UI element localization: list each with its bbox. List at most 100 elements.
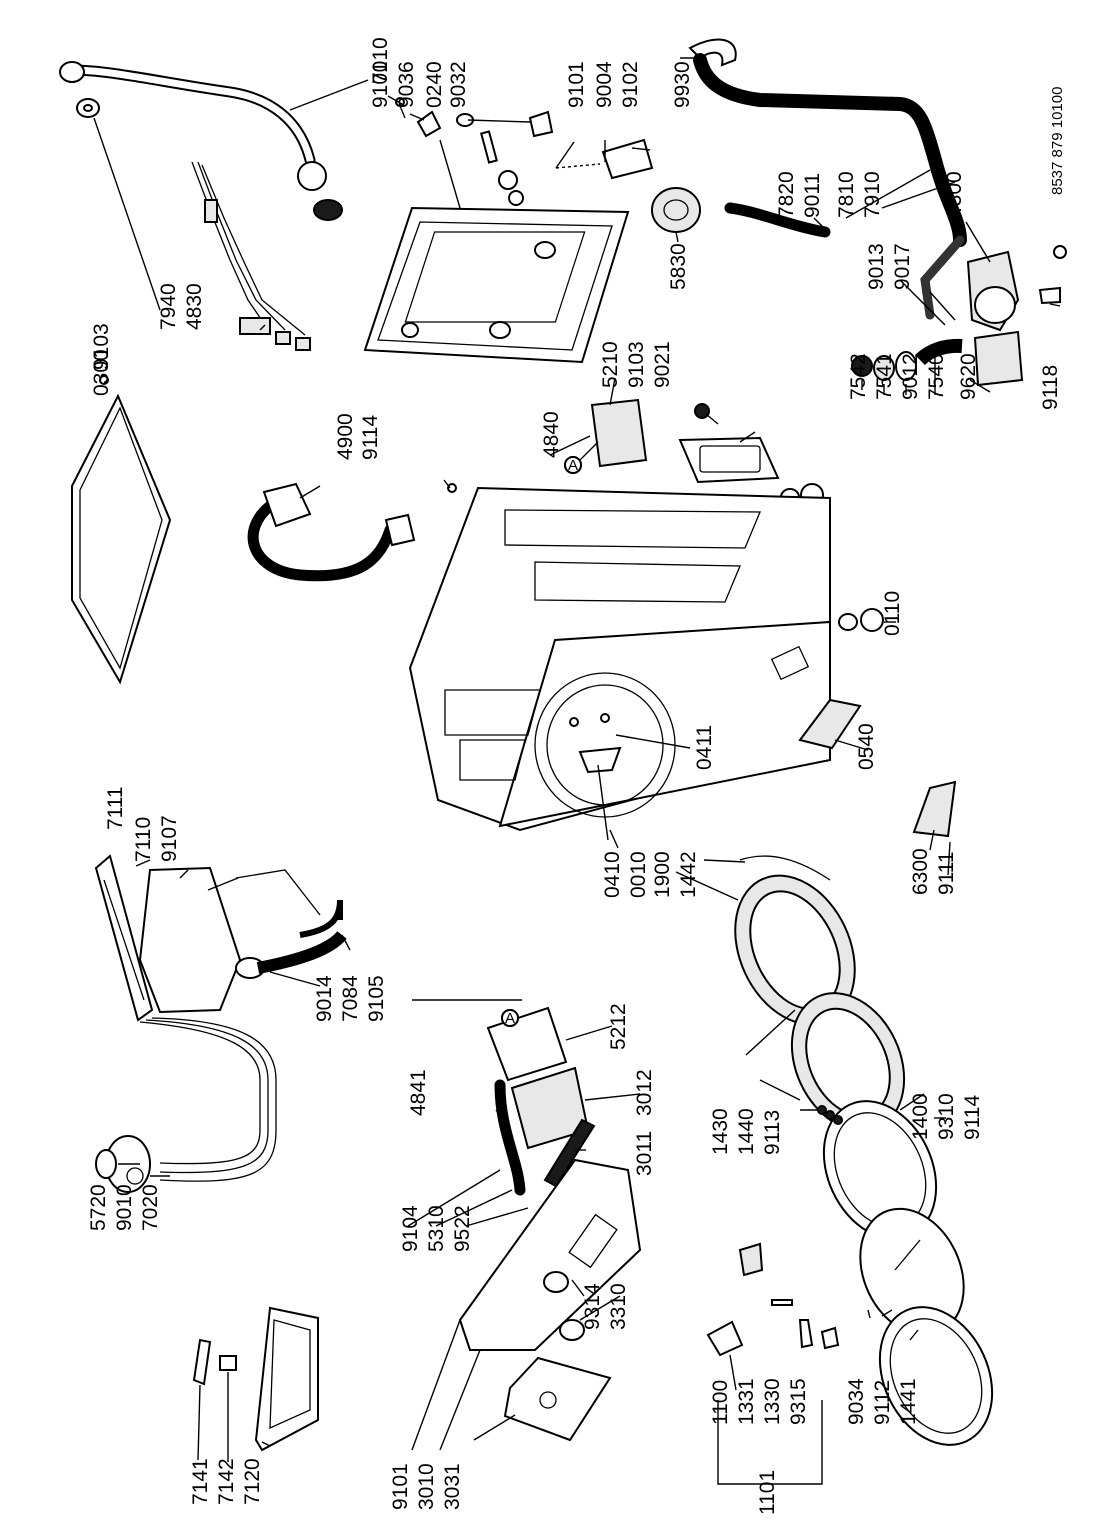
part-label-1442: 1442	[677, 851, 700, 898]
part-label-9114a: 9114	[359, 415, 382, 460]
bellows-7084	[235, 869, 347, 974]
dispenser-housing-7110	[138, 866, 265, 1014]
part-label-3310: 3310	[607, 1283, 630, 1330]
part-label-9620: 9620	[957, 353, 980, 400]
part-label-5830: 5830	[667, 243, 690, 290]
part-label-9010: 9010	[113, 1184, 136, 1231]
bushing-0240	[498, 170, 524, 206]
part-label-9014: 9014	[313, 975, 336, 1022]
cable-4841	[494, 1079, 526, 1196]
part-label-9036: 9036	[395, 61, 418, 108]
svg-text:A: A	[505, 1010, 515, 1027]
screw-9103	[694, 403, 710, 419]
part-label-7142: 7142	[215, 1458, 238, 1505]
power-cord-4900	[247, 482, 457, 582]
part-label-5720: 5720	[87, 1184, 110, 1231]
lock-parts-1330	[738, 1242, 840, 1350]
pcb-5212	[486, 1006, 568, 1082]
part-label-9103a: 9103	[90, 323, 113, 370]
top-plate-0300	[71, 375, 172, 685]
part-label-7110: 7110	[132, 817, 155, 862]
door-frame-1400	[822, 1100, 938, 1240]
part-label-7542: 7542	[847, 353, 870, 400]
part-label-0411: 0411	[693, 725, 716, 770]
part-label-1430: 1430	[709, 1108, 732, 1155]
part-label-7010: 7010	[369, 37, 392, 84]
display-3011	[543, 1118, 596, 1188]
part-label-9101c: 9101	[389, 1463, 412, 1510]
part-label-5212: 5212	[607, 1003, 630, 1050]
part-label-4841: 4841	[407, 1069, 430, 1116]
service-cover-0540	[798, 698, 862, 750]
part-label-9315: 9315	[787, 1378, 810, 1425]
part-label-9104: 9104	[399, 1205, 422, 1252]
control-panel-3010	[458, 1158, 642, 1351]
part-label-0410: 0410	[601, 851, 624, 898]
part-label-0540: 0540	[855, 723, 878, 770]
part-label-9034: 9034	[845, 1378, 868, 1425]
clamp-9032	[528, 110, 554, 138]
part-label-0010: 0010	[627, 851, 650, 898]
part-label-9113: 9113	[761, 1110, 784, 1155]
part-label-7540: 7540	[925, 353, 948, 400]
part-label-1441: 1441	[897, 1378, 920, 1425]
part-label-9011: 9011	[801, 173, 824, 218]
drain-hose-7810	[688, 38, 967, 320]
part-label-9522: 9522	[451, 1205, 474, 1252]
washer-7940	[76, 98, 100, 118]
hinge-6300	[912, 780, 957, 838]
siphon-7141	[192, 1338, 212, 1386]
part-label-1400: 1400	[909, 1093, 932, 1140]
pressure-hose-7820	[724, 202, 831, 238]
part-label-0110: 0110	[881, 591, 904, 636]
part-label-9112: 9112	[871, 1380, 894, 1425]
part-label-9314: 9314	[581, 1283, 604, 1330]
wiring-harness-4830	[191, 161, 311, 351]
part-label-9105: 9105	[365, 975, 388, 1022]
part-label-1100: 1100	[709, 1380, 732, 1425]
part-label-1900: 1900	[651, 851, 674, 898]
part-label-5310: 5310	[425, 1205, 448, 1252]
part-label-9101b: 9101	[565, 61, 588, 108]
cover-9021	[678, 436, 780, 484]
part-label-7111: 7111	[104, 786, 127, 830]
dispenser-cover-3031	[503, 1356, 612, 1442]
part-label-4840: 4840	[540, 411, 563, 458]
part-label-9118: 9118	[1039, 365, 1062, 410]
clip-9036	[416, 110, 442, 138]
part-label-0240: 0240	[423, 61, 446, 108]
part-label-3010: 3010	[415, 1463, 438, 1510]
rear-panel-0240	[363, 206, 630, 364]
doc-code: 8537 879 10100	[1049, 87, 1066, 195]
insert-7142	[219, 1355, 237, 1371]
part-label-7120: 7120	[241, 1458, 264, 1505]
part-label-3011: 3011	[633, 1131, 656, 1176]
screws-9113	[817, 1105, 843, 1125]
part-label-6300: 6300	[909, 848, 932, 895]
connector-mark-a1: A	[564, 456, 582, 474]
part-label-3031: 3031	[441, 1463, 464, 1510]
part-label-9102: 9102	[619, 61, 642, 108]
part-label-4830: 4830	[183, 283, 206, 330]
part-label-7541: 7541	[873, 353, 896, 400]
part-label-3012: 3012	[633, 1069, 656, 1116]
part-label-1440: 1440	[735, 1108, 758, 1155]
part-label-4300: 4300	[943, 171, 966, 218]
handle-1100	[706, 1320, 744, 1357]
foot-0110b	[838, 608, 884, 632]
part-label-9032: 9032	[447, 61, 470, 108]
part-label-9103b: 9103	[625, 341, 648, 388]
part-label-9111: 9111	[935, 851, 958, 895]
part-label-9101a: 9101	[369, 61, 392, 108]
part-label-9114b: 9114	[961, 1095, 984, 1140]
bracket-9004	[555, 138, 654, 180]
dispenser-top-7111	[94, 854, 154, 1022]
svg-text:A: A	[568, 457, 578, 474]
part-label-7020: 7020	[139, 1184, 162, 1231]
part-label-5210: 5210	[599, 341, 622, 388]
part-label-0300: 0300	[90, 349, 113, 396]
filter-group-7540	[851, 338, 963, 381]
part-label-1101: 1101	[756, 1470, 779, 1515]
